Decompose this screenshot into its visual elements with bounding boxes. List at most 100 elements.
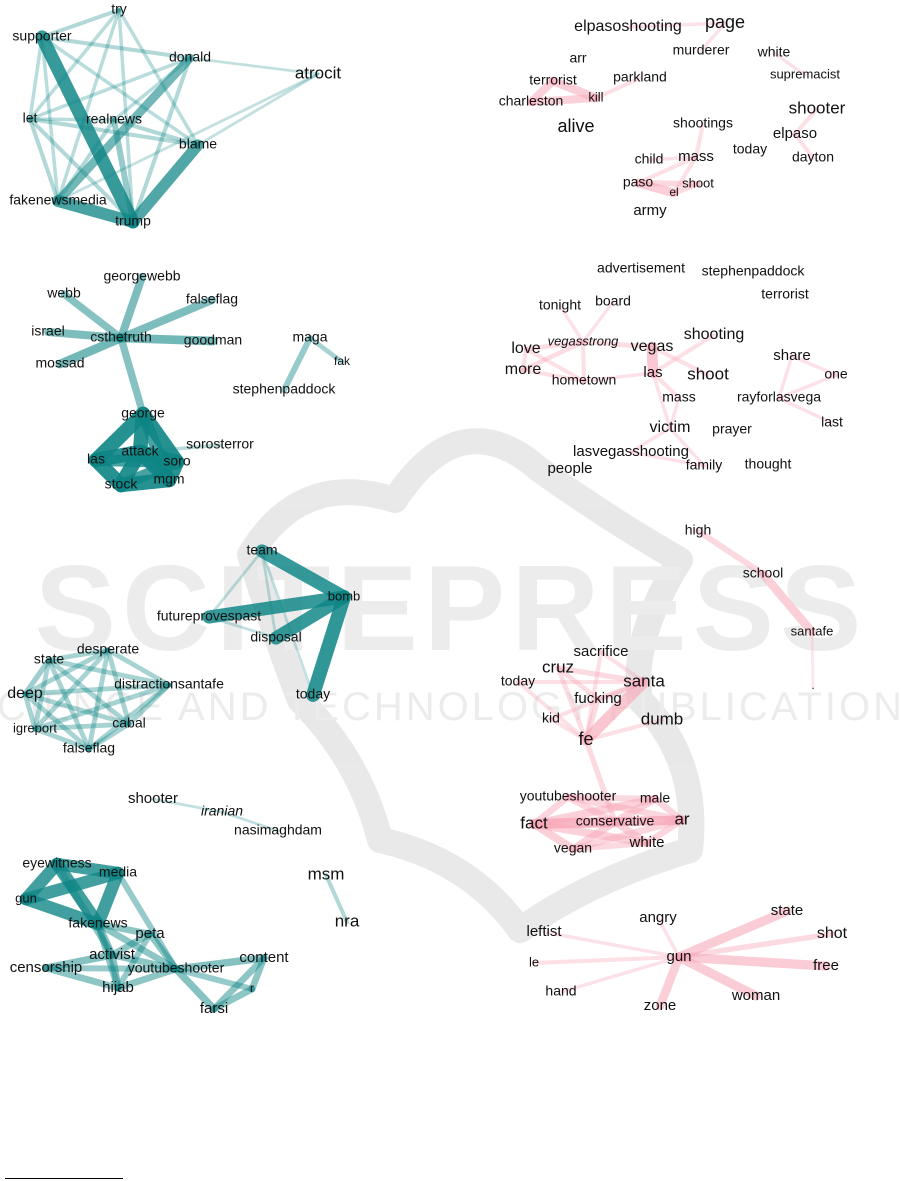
node-fact: fact [520,813,548,832]
edge-vegasstrong-vegas [580,339,655,350]
node-terrorist: terrorist [529,72,577,88]
node-victim: victim [650,419,691,436]
edge-el-shoot [671,181,701,196]
edges [22,544,351,752]
edge-white-supremacist [772,51,807,77]
edge-cruz-fe [555,665,589,743]
edge-vegan-ar [569,816,686,853]
edge-share-one [790,354,838,377]
node-supremacist: supremacist [770,66,840,81]
edge-lasvegasshooting-family [629,450,706,468]
node-charleston: charleston [499,93,564,109]
edge-maga-fak [307,335,345,365]
node-shooting: shooting [684,326,745,343]
node-trump: trump [115,213,151,229]
edge-eyewitness-fakenews [50,857,105,931]
node-army: army [633,202,667,219]
edge-youtubeshooter-conservative [564,793,619,826]
edge-today-fe [515,679,589,743]
edge-donald-let [28,56,192,121]
edge-gun-leftist [542,930,681,959]
edge-youtubeshooter-male [565,794,658,802]
edge-content-r [248,954,268,993]
node-donald: donald [169,49,211,65]
node-shoot: shoot [687,364,729,383]
edge-igreport-falseflag [32,726,92,752]
edge-let-blame [27,116,201,148]
edge-try-let [28,8,121,121]
edge-gun-zone [655,952,684,1011]
node-hometown: hometown [552,372,617,388]
node-woman: woman [731,987,780,1004]
edge-cruz-fucking [555,665,601,702]
node-mass: mass [662,389,695,405]
node-el: el [669,185,678,199]
edge-elpasoshooting-page [626,21,727,29]
node-deep: deep [7,685,43,702]
node-shooter: shooter [789,98,846,117]
edge-let-trump [27,116,136,225]
node-murderer: murderer [673,42,730,58]
edge-deep-distractionsantafe [22,682,172,697]
node-angry: angry [639,909,677,926]
node-family: family [686,457,723,473]
edge-fakenewsmedia-atrocit [56,72,320,203]
edge-try-trump [117,8,135,224]
edge-shootings-mass [693,121,706,160]
node-prayer: prayer [712,421,752,437]
edge-one-prayforlasvega [777,373,838,400]
edge-deep-cabal [22,691,132,727]
node-love: love [511,340,540,357]
edge-futureprovespast-team [207,549,264,619]
edge-try-blame [117,8,200,147]
edge-vegas-shoot [649,344,711,378]
node-igreport: igreport [13,720,57,735]
edge-distractionsantafe-igreport [32,682,172,732]
node-state: state [34,651,65,667]
node-maga: maga [292,329,327,345]
node-santafe: santafe [791,623,834,638]
node-supporter: supporter [12,28,71,44]
edge-activist-youtubeshooter [108,951,180,973]
edge-try-fakenewsmedia [56,8,121,203]
edge-blame-trump [127,139,204,228]
node-attack: attack [121,443,159,459]
node-bomb: bomb [328,588,361,603]
node-conservative: conservative [576,813,655,829]
edge-gun-shot [676,931,835,960]
node-shootings: shootings [673,115,733,131]
edge-censorship-youtubeshooter [43,965,179,972]
edge-media-fakenews [91,866,125,931]
edge-media-gun [19,866,125,906]
edge-gun-state [674,906,792,962]
node-fak: fak [334,354,351,368]
edge-state-deep [22,657,52,697]
edge-love-vegasstrong [523,339,586,352]
edge-msm-nra [323,872,350,925]
svg-text:SCITEPRESS: SCITEPRESS [35,540,868,676]
node-today: today [296,686,330,702]
node-falseflag: falseflag [186,291,238,307]
edge-conservative-male [611,795,659,826]
edge-state-desperate [46,647,111,663]
edge-desperate-cabal [105,647,132,727]
edge-las-hometown [582,371,655,383]
edge-csthetruth-falseflag [117,296,216,342]
edge-maga-stephenpaddock [281,335,313,393]
node-labels: teambombfutureprovespastdisposaltodaysta… [7,542,360,756]
edge-csthetruth-goodman [116,333,218,346]
node-sacrifice: sacrifice [573,643,628,660]
edge-gun-free [674,952,831,971]
node-eyewitness: eyewitness [22,855,91,871]
edge-donald-fakenewsmedia [53,53,195,206]
edge-victim-lasvegasshooting [629,426,672,454]
edge-fucking-santa [595,679,647,702]
edge-eyewitness-activist [53,860,116,959]
node-gun: gun [15,890,37,905]
edges [527,21,820,198]
node-las: las [87,451,105,467]
